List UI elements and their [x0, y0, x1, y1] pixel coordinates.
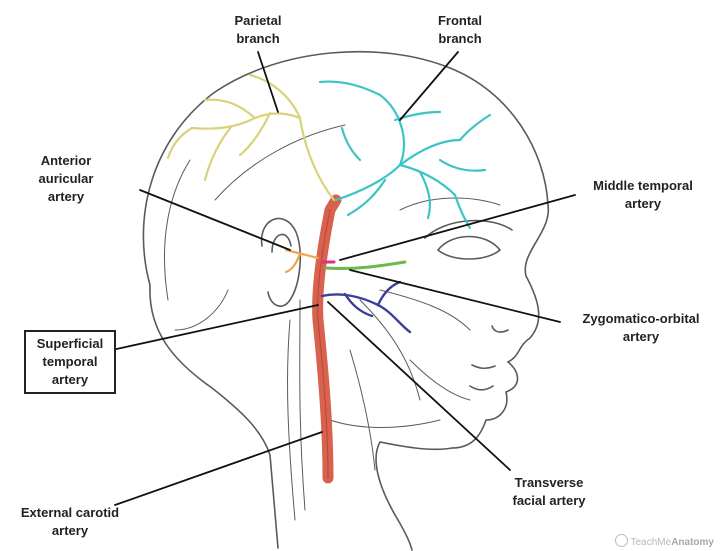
label-middle-temporal-artery: Middle temporal artery [593, 178, 693, 211]
anterior-auricular-artery-vessel [284, 248, 320, 274]
watermark-suffix: Anatomy [671, 537, 714, 548]
leader-lines [111, 51, 576, 506]
leader-anterior-auricular [139, 189, 291, 251]
leader-frontal-branch [399, 51, 459, 121]
leader-zygomatico-orbital [349, 269, 561, 323]
watermark-prefix: TeachMe [630, 537, 672, 548]
parietal-branch-vessel [166, 73, 336, 202]
leader-parietal-branch [257, 51, 279, 113]
label-anterior-auricular-artery: Anterior auricular artery [38, 153, 94, 204]
leader-external-carotid [114, 431, 323, 506]
label-external-carotid-artery: External carotid artery [20, 505, 120, 538]
transverse-facial-artery-vessel [320, 280, 412, 334]
zygomatico-orbital-artery-vessel [324, 260, 407, 271]
frontal-branch-vessel [318, 80, 492, 230]
label-superficial-temporal-artery: Superficial temporal artery [24, 330, 116, 394]
watermark: TeachMeAnatomy [614, 534, 714, 548]
head-outline [142, 50, 549, 551]
label-frontal-branch: Frontal branch [437, 13, 483, 46]
leader-transverse-facial [327, 301, 511, 471]
label-parietal-branch: Parietal branch [234, 13, 282, 46]
label-zygomatico-orbital-artery: Zygomatico-orbital artery [582, 311, 700, 344]
leader-middle-temporal [339, 194, 576, 261]
label-transverse-facial-artery: Transverse facial artery [512, 475, 586, 508]
arteries [166, 73, 492, 484]
leader-superficial-temporal [111, 304, 319, 351]
teachmeanatomy-logo-icon [614, 534, 628, 547]
